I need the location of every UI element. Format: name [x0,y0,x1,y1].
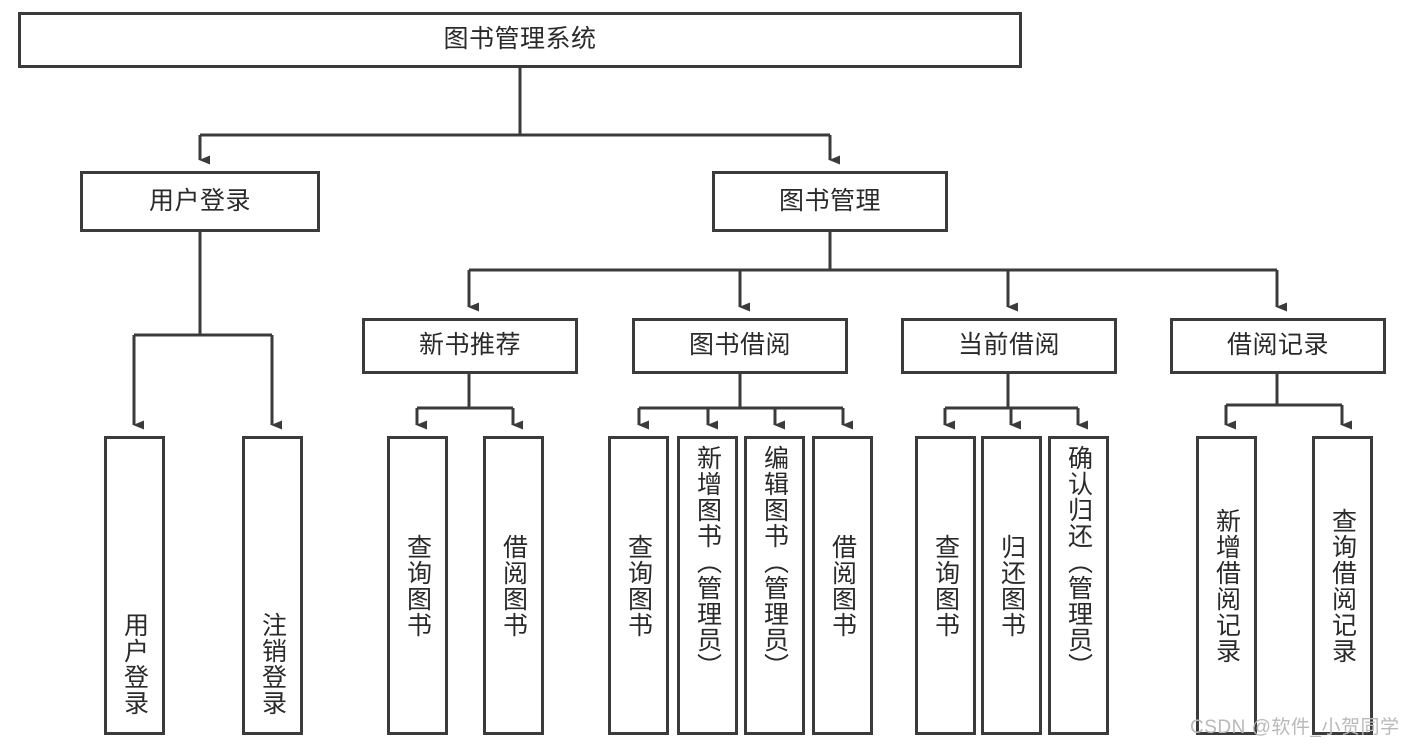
node-leaf-borrow-book-1[interactable]: 借阅图书 [483,436,544,735]
node-book-management-label: 图书管理 [778,186,881,215]
node-book-management[interactable]: 图书管理 [712,171,948,232]
node-leaf-edit-book[interactable]: 编辑图书（管理员） [744,436,805,735]
node-borrow-record-label: 借阅记录 [1226,331,1329,360]
node-leaf-query-book-2[interactable]: 查询图书 [608,436,669,735]
node-leaf-borrow-book-2-label: 借阅图书 [828,533,857,638]
node-current-borrow-label: 当前借阅 [957,331,1060,360]
node-leaf-borrow-book-1-label: 借阅图书 [499,533,528,638]
node-leaf-user-login[interactable]: 用户登录 [104,436,165,735]
node-leaf-add-record-label: 新增借阅记录 [1212,507,1241,664]
node-leaf-return-book-label: 归还图书 [997,533,1026,638]
node-leaf-add-book-label: 新增图书（管理员） [693,445,722,679]
node-leaf-query-book-1-label: 查询图书 [403,533,432,638]
node-book-borrow[interactable]: 图书借阅 [632,318,848,374]
node-user-login[interactable]: 用户登录 [80,171,320,232]
node-borrow-record[interactable]: 借阅记录 [1170,318,1386,374]
node-leaf-query-record-label: 查询借阅记录 [1328,507,1357,664]
node-leaf-query-book-1[interactable]: 查询图书 [387,436,448,735]
node-root[interactable]: 图书管理系统 [18,12,1022,68]
node-leaf-logout-label: 注销登录 [258,612,287,716]
node-leaf-confirm-return[interactable]: 确认归还（管理员） [1048,436,1109,735]
node-user-login-label: 用户登录 [148,186,251,215]
csdn-watermark: CSDN @软件_小贺同学 [1190,717,1400,738]
node-leaf-return-book[interactable]: 归还图书 [981,436,1042,735]
node-new-book-recommend[interactable]: 新书推荐 [362,318,578,374]
node-leaf-query-book-2-label: 查询图书 [624,533,653,638]
node-book-borrow-label: 图书借阅 [688,331,791,360]
node-leaf-add-book[interactable]: 新增图书（管理员） [677,436,738,735]
node-current-borrow[interactable]: 当前借阅 [901,318,1117,374]
node-leaf-query-book-3[interactable]: 查询图书 [915,436,976,735]
node-leaf-confirm-return-label: 确认归还（管理员） [1064,445,1093,679]
node-leaf-user-login-label: 用户登录 [120,612,149,716]
node-leaf-logout[interactable]: 注销登录 [242,436,303,735]
node-leaf-edit-book-label: 编辑图书（管理员） [760,445,789,679]
node-leaf-query-book-3-label: 查询图书 [931,533,960,638]
node-leaf-add-record[interactable]: 新增借阅记录 [1196,436,1257,735]
node-leaf-borrow-book-2[interactable]: 借阅图书 [812,436,873,735]
node-new-book-recommend-label: 新书推荐 [418,331,521,360]
node-root-label: 图书管理系统 [443,25,597,54]
node-leaf-query-record[interactable]: 查询借阅记录 [1312,436,1373,735]
